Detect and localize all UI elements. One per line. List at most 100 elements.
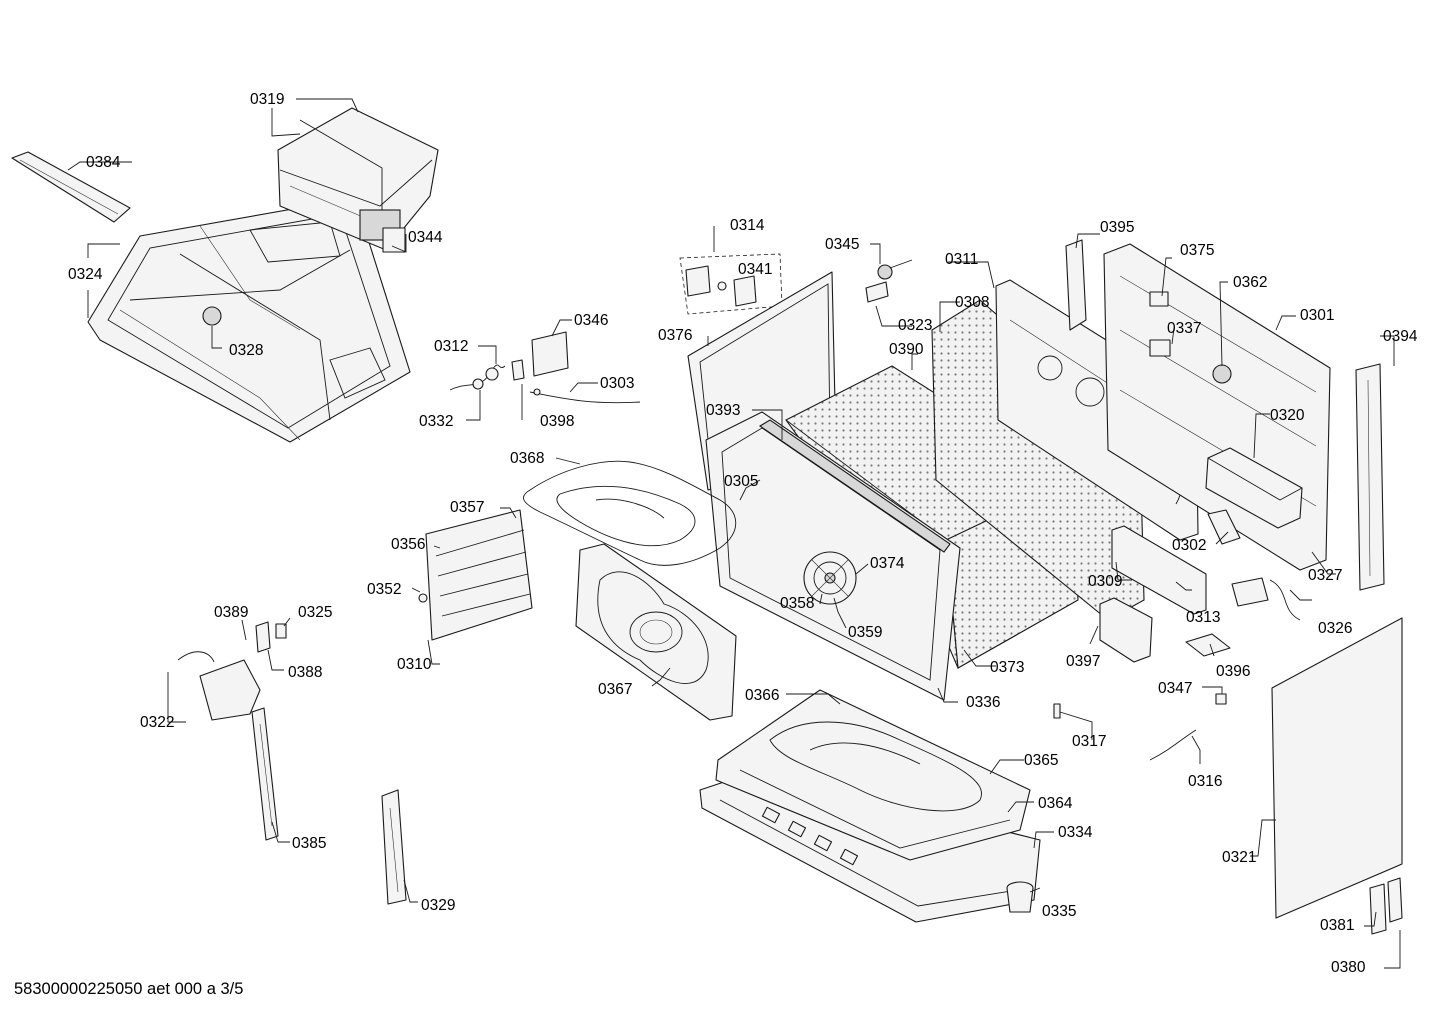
label-0341: 0341 [738, 261, 772, 278]
fan-motor-0362 [1212, 364, 1232, 384]
label-0332: 0332 [419, 413, 453, 430]
label-0394: 0394 [1383, 328, 1418, 345]
hinge-0329 [381, 789, 407, 905]
label-0393: 0393 [706, 402, 740, 419]
label-0325: 0325 [298, 604, 332, 621]
label-0335: 0335 [1042, 903, 1076, 920]
label-0313: 0313 [1186, 609, 1220, 626]
label-0366: 0366 [745, 687, 779, 704]
label-0346: 0346 [574, 312, 608, 329]
bottom-element-0365 [769, 721, 982, 812]
label-0302: 0302 [1172, 537, 1206, 554]
wiring-0332-0312 [449, 359, 525, 391]
label-0358: 0358 [780, 595, 814, 612]
label-0395: 0395 [1100, 219, 1134, 236]
lock-0322 [177, 651, 261, 721]
label-0344: 0344 [408, 229, 443, 246]
sensor-0303 [529, 388, 641, 404]
label-0321: 0321 [1222, 849, 1256, 866]
side-rack-0356 [418, 509, 533, 641]
motor-0328 [202, 306, 222, 326]
foot-0335 [1006, 881, 1034, 913]
label-0312: 0312 [434, 338, 468, 355]
label-0316: 0316 [1188, 773, 1222, 790]
label-0390: 0390 [889, 341, 924, 358]
label-0380: 0380 [1331, 959, 1366, 976]
label-0336: 0336 [966, 694, 1000, 711]
label-0352: 0352 [367, 581, 401, 598]
label-0362: 0362 [1233, 274, 1267, 291]
label-0365: 0365 [1024, 752, 1058, 769]
cover-0309 [1111, 525, 1207, 615]
label-0334: 0334 [1058, 824, 1093, 841]
module-0302 [1207, 509, 1241, 545]
pad-0396 [1185, 633, 1231, 657]
label-0367: 0367 [598, 681, 632, 698]
label-0301: 0301 [1300, 307, 1334, 324]
label-0308: 0308 [955, 294, 989, 311]
label-0398: 0398 [540, 413, 574, 430]
drawing-reference-code: 58300000225050 aet 000 a 3/5 [14, 980, 244, 998]
clip-0375 [1149, 291, 1169, 307]
hinge-0385 [251, 707, 279, 841]
fan-housing-0319 [277, 107, 439, 253]
part-labels: 0319 0384 0324 0328 0344 0312 0332 0346 … [68, 91, 1418, 976]
label-0364: 0364 [1038, 795, 1073, 812]
pin-0317 [1053, 703, 1061, 719]
bottom-plate-0364 [715, 689, 1031, 861]
vent-panel-0384 [11, 151, 131, 223]
cable-0316 [1149, 729, 1197, 761]
leader-lines [67, 98, 1401, 969]
label-0397: 0397 [1066, 653, 1100, 670]
label-0396: 0396 [1216, 663, 1250, 680]
fan-cover-0367 [575, 543, 737, 721]
insulation-0308 [931, 299, 1145, 621]
panel-0346 [531, 331, 569, 377]
top-frame-0324 [87, 197, 411, 443]
bracket-group-0314 [679, 253, 783, 315]
label-0328: 0328 [229, 342, 263, 359]
label-0309: 0309 [1088, 573, 1122, 590]
pcb-0397 [1099, 597, 1153, 663]
clip-0347 [1215, 693, 1227, 705]
label-0357: 0357 [450, 499, 484, 516]
duct-0320 [1205, 447, 1303, 529]
label-0374: 0374 [870, 555, 905, 572]
side-rail-0394 [1355, 363, 1385, 591]
bracket-0381 [1369, 877, 1403, 935]
side-panel-0321 [1271, 617, 1403, 919]
harness-0326 [1231, 577, 1301, 621]
label-0345: 0345 [825, 236, 859, 253]
label-0303: 0303 [600, 375, 634, 392]
label-0381: 0381 [1320, 917, 1354, 934]
label-0356: 0356 [391, 536, 425, 553]
label-0375: 0375 [1180, 242, 1214, 259]
label-0347: 0347 [1158, 680, 1192, 697]
label-0388: 0388 [288, 664, 322, 681]
label-0329: 0329 [421, 897, 455, 914]
clip-0325 [275, 623, 287, 639]
label-0323: 0323 [898, 317, 932, 334]
connector-0344 [382, 227, 406, 253]
label-0327: 0327 [1308, 567, 1342, 584]
label-0322: 0322 [140, 714, 174, 731]
label-0384: 0384 [86, 154, 121, 171]
label-0337: 0337 [1167, 320, 1201, 337]
label-0368: 0368 [510, 450, 544, 467]
label-0389: 0389 [214, 604, 248, 621]
clip-0337 [1149, 339, 1171, 357]
label-0326: 0326 [1318, 620, 1352, 637]
label-0376: 0376 [658, 327, 692, 344]
thermostat-0345 [865, 259, 913, 303]
label-0359: 0359 [848, 624, 882, 641]
label-0317: 0317 [1072, 733, 1106, 750]
label-0305: 0305 [724, 473, 758, 490]
label-0373: 0373 [990, 659, 1024, 676]
convection-fan-0358 [803, 551, 857, 605]
side-rail-0395 [1065, 239, 1087, 331]
screw-0352 [418, 593, 428, 603]
label-0324: 0324 [68, 266, 103, 283]
label-0385: 0385 [292, 835, 326, 852]
label-0319: 0319 [250, 91, 284, 108]
